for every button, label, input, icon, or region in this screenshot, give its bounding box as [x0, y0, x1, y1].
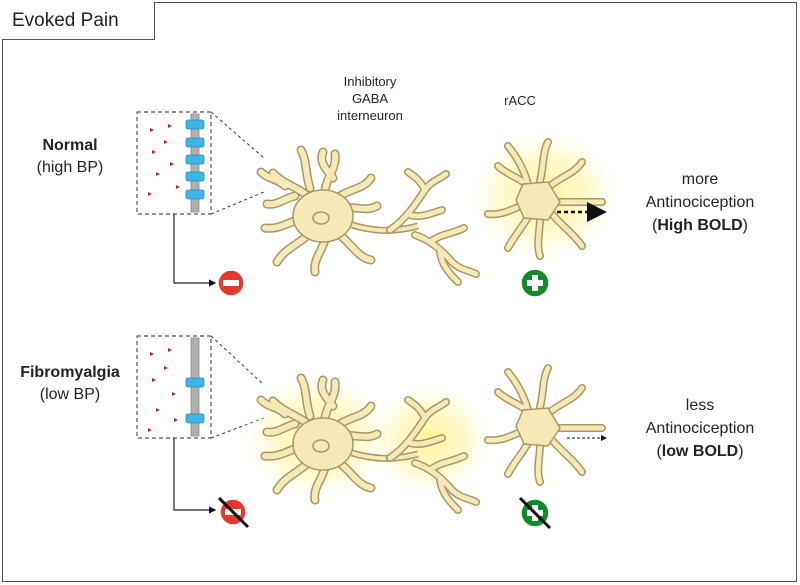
outcome-fibro-line2: Antinociception [645, 420, 755, 437]
interneuron-label: Inhibitory GABA interneuron [320, 73, 420, 124]
interneuron-soma-normal [261, 150, 377, 272]
condition-fibromyalgia: Fibromyalgia (low BP) [10, 364, 130, 404]
ligand-dots-fibromyalgia [148, 348, 178, 432]
condition-normal: Normal (high BP) [20, 137, 120, 177]
panel-title: Evoked Pain [2, 2, 155, 40]
receptor-cluster-normal [185, 119, 205, 200]
racc-label: rACC [504, 93, 536, 108]
row-fibromyalgia-graphics [136, 335, 607, 530]
outcome-normal-bold: High BOLD [657, 217, 743, 234]
excite-icon-crossed-fibromyalgia [518, 496, 552, 530]
outcome-normal-line2: Antinociception [645, 194, 755, 211]
excite-icon-normal [520, 268, 550, 298]
interneuron-label-line1: Inhibitory [343, 74, 397, 89]
condition-fibro-name: Fibromyalgia [20, 364, 120, 381]
outcome-normal-close: ) [742, 217, 748, 234]
outcome-fibro-open: ( [656, 443, 662, 460]
racc-neuron-fibromyalgia [488, 368, 602, 482]
condition-normal-name: Normal [42, 137, 98, 154]
outcome-normal-line3: (High BOLD) [625, 214, 775, 237]
row-normal-graphics [136, 111, 625, 298]
outcome-fibromyalgia: less Antinociception (low BOLD) [625, 394, 775, 463]
inhibit-icon-crossed-fibromyalgia [217, 496, 250, 529]
outcome-fibro-bold: low BOLD [661, 443, 739, 460]
ligand-dots-normal [148, 124, 180, 196]
inhibit-icon-normal [217, 269, 245, 297]
condition-normal-bp: (high BP) [36, 159, 104, 176]
outcome-normal-open: ( [652, 217, 658, 234]
outcome-normal: more Antinociception (High BOLD) [625, 168, 775, 237]
interneuron-label-line3: interneuron [337, 108, 403, 123]
outcome-normal-line1: more [681, 171, 719, 188]
outcome-fibro-line1: less [685, 397, 715, 414]
interneuron-label-line2: GABA [351, 91, 389, 106]
condition-fibro-bp: (low BP) [39, 386, 101, 403]
receptor-cluster-fibromyalgia [185, 377, 205, 424]
outcome-fibro-line3: (low BOLD) [625, 440, 775, 463]
outcome-fibro-close: ) [738, 443, 744, 460]
